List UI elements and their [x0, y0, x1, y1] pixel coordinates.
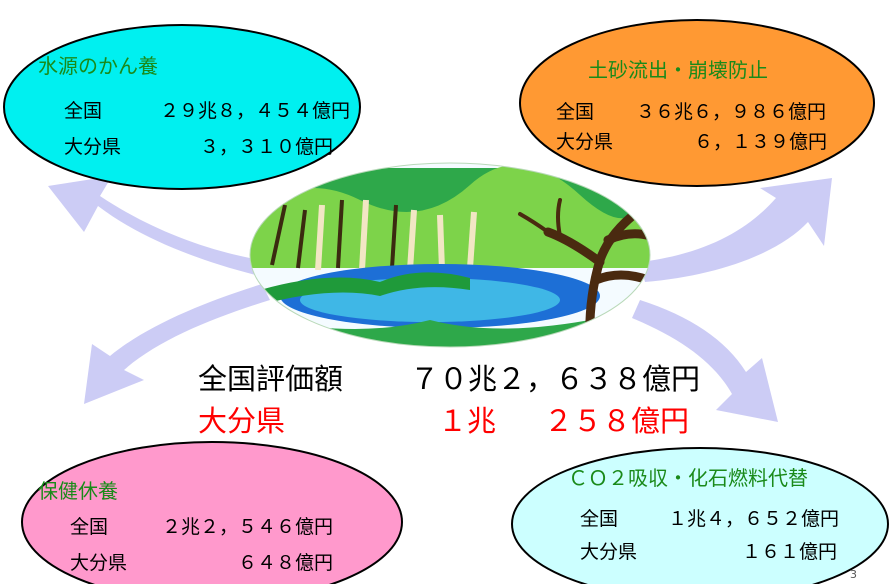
- co2-absorption-national-value: １兆４，６５２億円: [668, 508, 840, 530]
- oval-soil-erosion: [519, 19, 875, 187]
- oval-water-source: [3, 24, 361, 190]
- health-recreation-national-value: ２兆２，５４６億円: [162, 516, 334, 538]
- health-recreation-title: 保健休養: [38, 479, 118, 503]
- co2-absorption-oita-value: １６１億円: [742, 541, 838, 563]
- oita-total-trillion: １兆: [438, 404, 497, 438]
- oval-health-recreation: [21, 441, 403, 584]
- forest-scene-frame: [249, 162, 651, 348]
- water-source-national-label: 全国: [64, 100, 103, 122]
- forest-scene: [250, 163, 650, 347]
- soil-erosion-oita-value: ６，１３９億円: [694, 131, 828, 153]
- water-source-title: 水源のかん養: [38, 54, 158, 78]
- oita-total-label: 大分県: [198, 404, 286, 438]
- water-source-oita-label: 大分県: [64, 136, 122, 158]
- co2-absorption-national-label: 全国: [580, 508, 619, 530]
- soil-erosion-oita-label: 大分県: [556, 131, 614, 153]
- national-total-value: ７０兆２，６３８億円: [410, 362, 701, 396]
- water-source-national-value: ２９兆８，４５４億円: [160, 100, 351, 122]
- oval-co2-absorption: [511, 447, 889, 584]
- co2-absorption-oita-label: 大分県: [580, 541, 638, 563]
- national-total-label: 全国評価額: [198, 362, 344, 396]
- water-source-oita-value: ３，３１０億円: [200, 136, 334, 158]
- health-recreation-oita-value: ６４８億円: [238, 552, 334, 574]
- oita-total-value: ２５８億円: [544, 404, 690, 438]
- health-recreation-national-label: 全国: [70, 516, 109, 538]
- soil-erosion-title: 土砂流出・崩壊防止: [588, 58, 768, 82]
- health-recreation-oita-label: 大分県: [70, 552, 128, 574]
- arrow-upper-left: [48, 176, 272, 278]
- soil-erosion-national-label: 全国: [556, 101, 595, 123]
- arrow-lower-right: [632, 300, 778, 422]
- page-number: 3: [850, 568, 857, 581]
- arrow-upper-right: [640, 178, 832, 282]
- co2-absorption-title: ＣＯ２吸収・化石燃料代替: [568, 466, 808, 490]
- arrow-lower-left: [84, 284, 270, 404]
- soil-erosion-national-value: ３６兆６，９８６億円: [636, 101, 827, 123]
